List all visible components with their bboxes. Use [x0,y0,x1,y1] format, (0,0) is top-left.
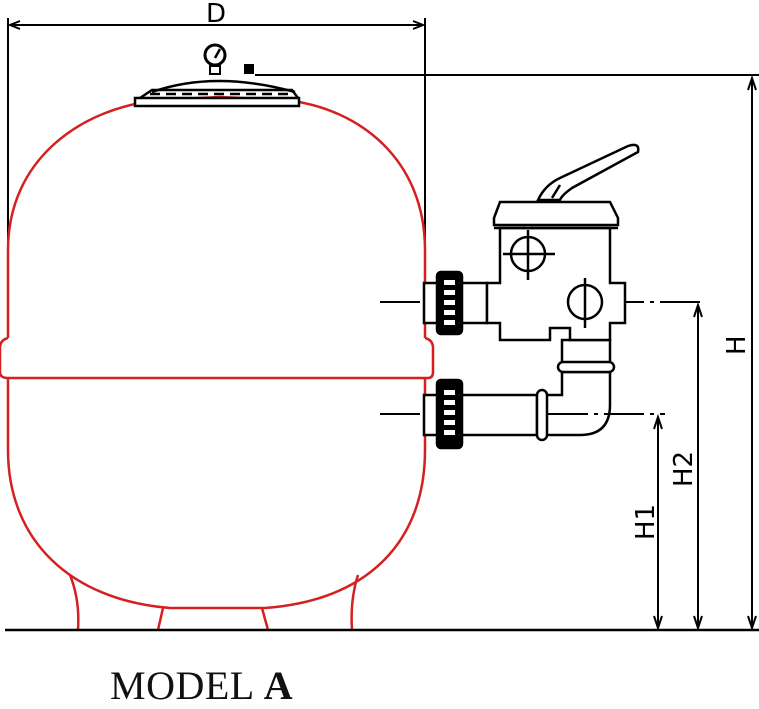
tank-body [0,95,435,631]
height-dimensions [653,74,757,632]
upper-union-connector [422,270,489,336]
pressure-gauge-icon [203,43,227,75]
tank-center-band [0,336,435,380]
model-letter: A [263,663,294,708]
diameter-dimension [7,18,426,270]
model-caption: MODEL A [110,662,293,709]
height-label: H [722,335,752,355]
h1-label: H1 [631,504,661,540]
tank-feet [68,574,360,631]
model-prefix: MODEL [110,663,254,708]
tank-lid [133,79,301,108]
valve-handle-icon [536,143,640,202]
air-release-valve-icon [244,64,254,74]
h2-label: H2 [669,451,699,487]
lower-union-connector [422,378,539,450]
diameter-label: D [206,0,226,29]
elbow-pipe [535,338,616,442]
multiport-valve [485,200,627,342]
